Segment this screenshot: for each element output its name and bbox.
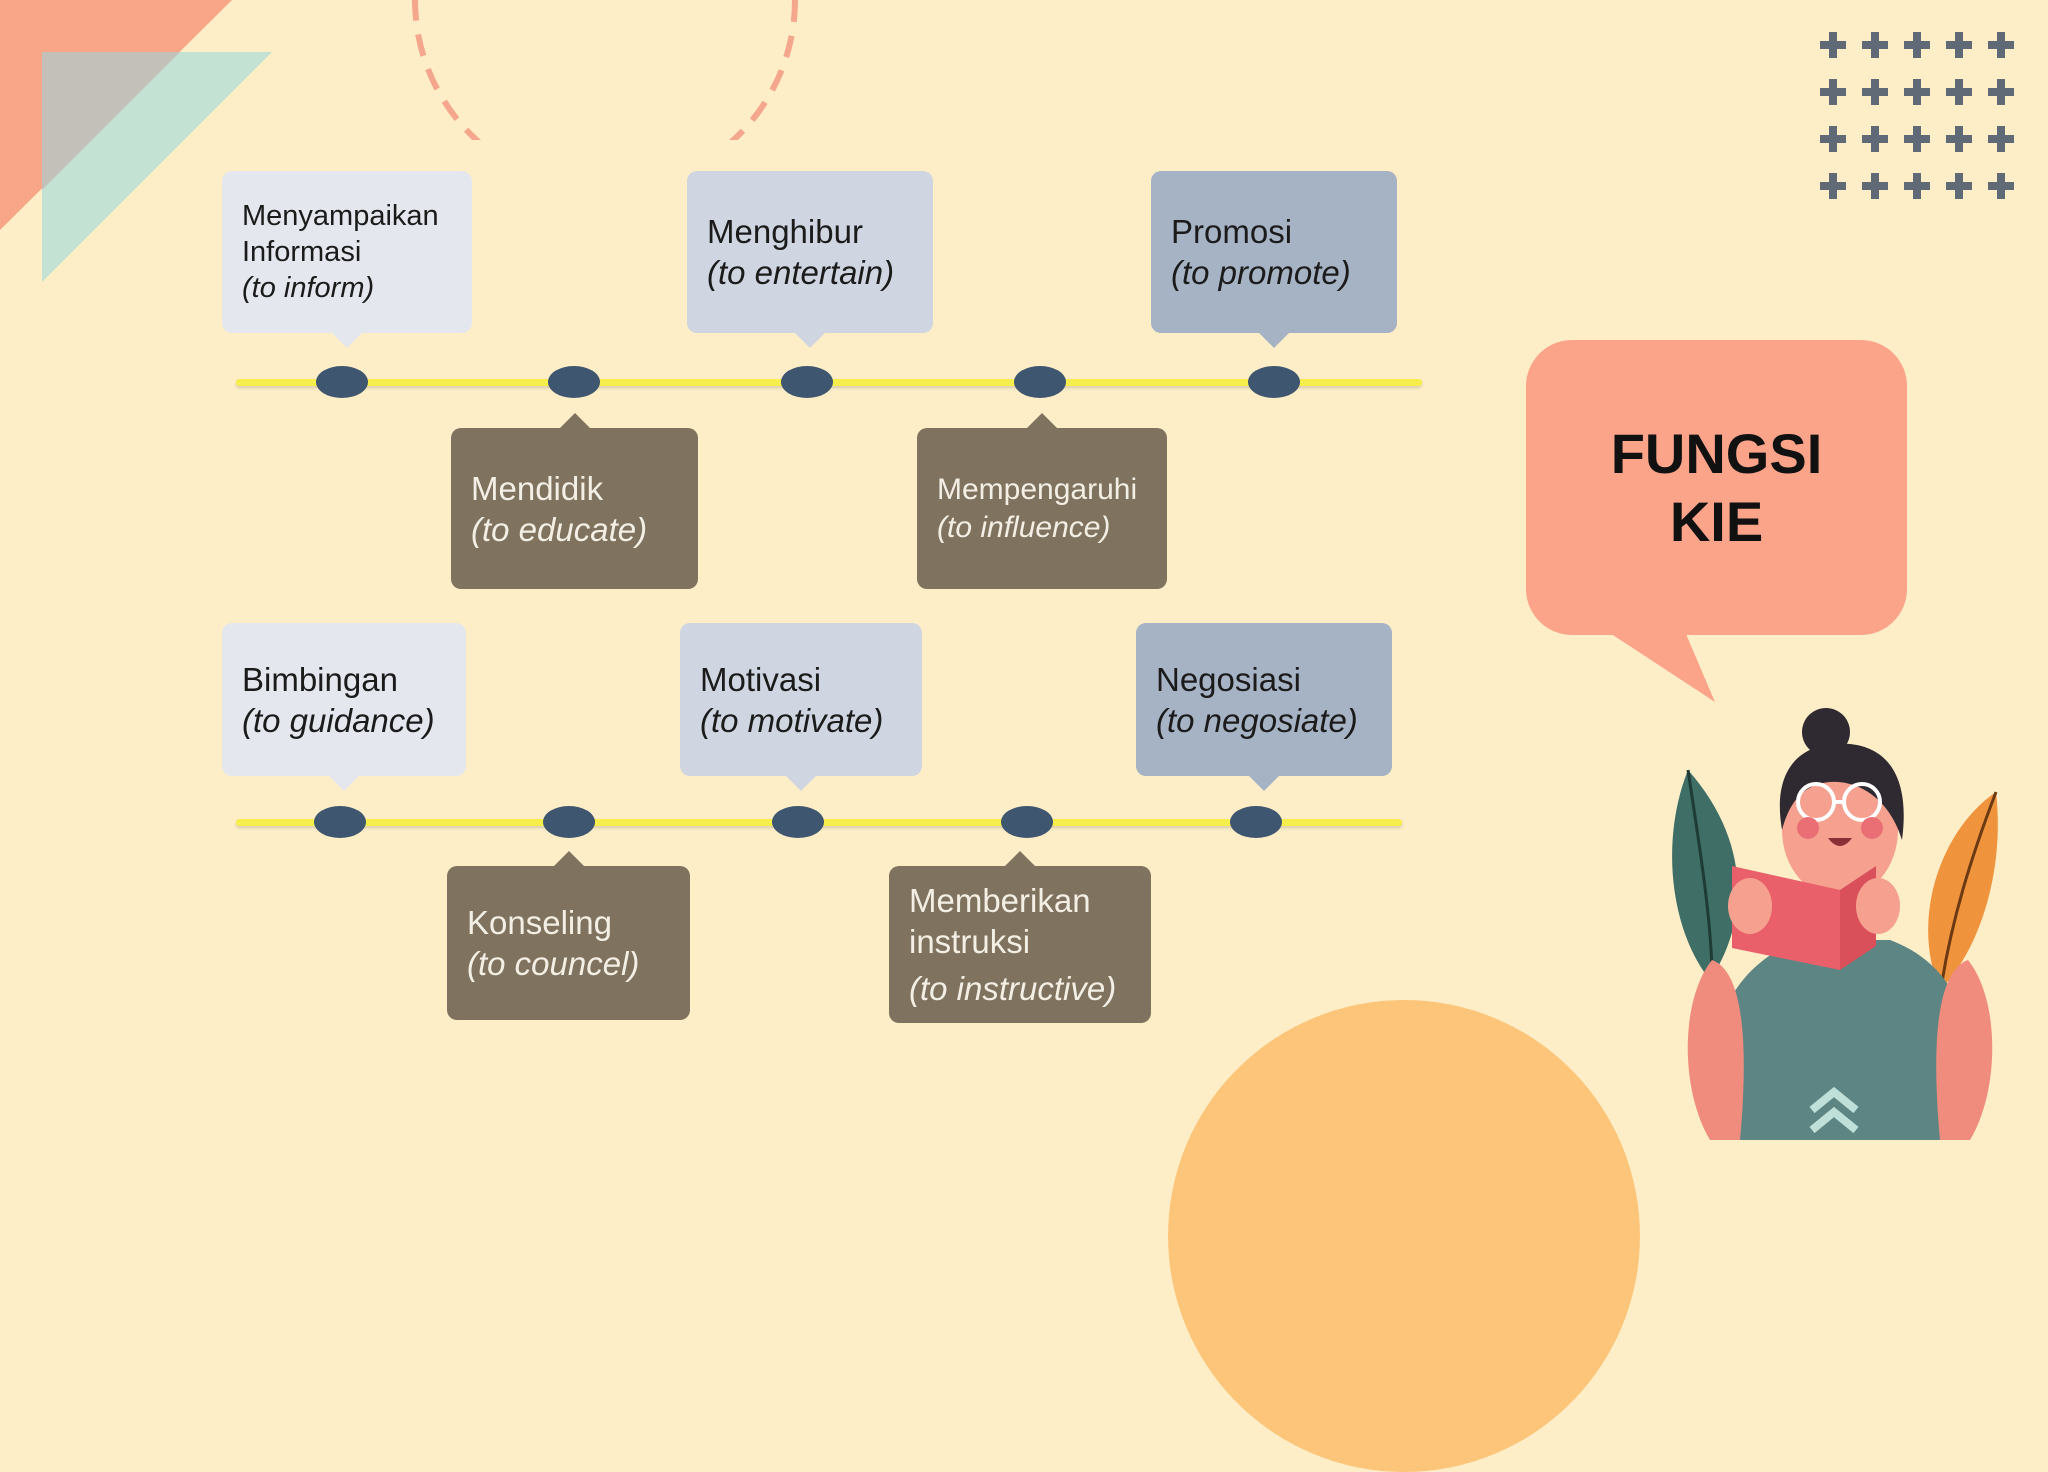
callout-influence: Mempengaruhi (to influence)	[917, 413, 1167, 589]
timeline-node	[316, 366, 368, 398]
callout-counsel: Konseling (to councel)	[447, 851, 690, 1020]
callout-promote: Promosi (to promote)	[1151, 171, 1397, 348]
title-speech-bubble: FUNGSI KIE	[1526, 340, 1907, 635]
callout-english: (to motivate)	[700, 701, 884, 739]
speech-bubble-tail	[1590, 620, 1715, 702]
callout-english: (to entertain)	[707, 254, 895, 291]
callout-instruct: Memberikan instruksi (to instructive)	[889, 851, 1151, 1023]
callout-entertain: Menghibur (to entertain)	[687, 171, 933, 348]
callout-label: Menyampaikan	[242, 200, 439, 232]
callout-english: (to promote)	[1171, 254, 1351, 291]
timeline-node	[1230, 806, 1282, 838]
plus-grid-icon	[1820, 32, 2020, 202]
callout-english: (to influence)	[937, 510, 1111, 544]
timeline-node	[314, 806, 366, 838]
timeline-node	[1248, 366, 1300, 398]
timeline-node	[772, 806, 824, 838]
timeline-node	[548, 366, 600, 398]
timeline-node	[543, 806, 595, 838]
callout-english: (to educate)	[471, 510, 648, 548]
callout-english: (to inform)	[242, 272, 375, 304]
half-circle-decoration	[1168, 1000, 1640, 1472]
callout-inform: Menyampaikan Informasi (to inform)	[222, 171, 472, 348]
callout-label: Bimbingan	[242, 660, 398, 698]
woman-reading-book-illustration	[1672, 708, 1998, 1140]
callout-label: Promosi	[1171, 213, 1293, 250]
callout-educate: Mendidik (to educate)	[451, 413, 698, 589]
timeline-node	[1001, 806, 1053, 838]
callout-label: Negosiasi	[1156, 660, 1301, 698]
callout-label: Memberikan	[909, 882, 1091, 919]
callout-guidance: Bimbingan (to guidance)	[222, 623, 466, 791]
callout-label: Motivasi	[700, 660, 822, 698]
timeline-node	[781, 366, 833, 398]
callout-english: (to instructive)	[909, 970, 1117, 1007]
callout-label: Mendidik	[471, 469, 604, 507]
timeline-node	[1014, 366, 1066, 398]
dashed-arc-decoration	[412, 0, 798, 140]
callout-label: instruksi	[909, 923, 1031, 960]
callout-english: (to guidance)	[242, 701, 435, 739]
corner-triangles-decoration	[0, 0, 272, 282]
callout-label: Mempengaruhi	[937, 472, 1138, 506]
page-title: FUNGSI	[1610, 421, 1823, 485]
callout-english: (to negosiate)	[1156, 701, 1358, 739]
callout-label: Konseling	[467, 904, 612, 941]
callout-negotiate: Negosiasi (to negosiate)	[1136, 623, 1392, 791]
callout-english: (to councel)	[467, 945, 640, 982]
callout-label: Menghibur	[707, 213, 863, 250]
callout-label: Informasi	[242, 236, 362, 268]
page-title: KIE	[1669, 489, 1764, 553]
callout-motivate: Motivasi (to motivate)	[680, 623, 922, 791]
